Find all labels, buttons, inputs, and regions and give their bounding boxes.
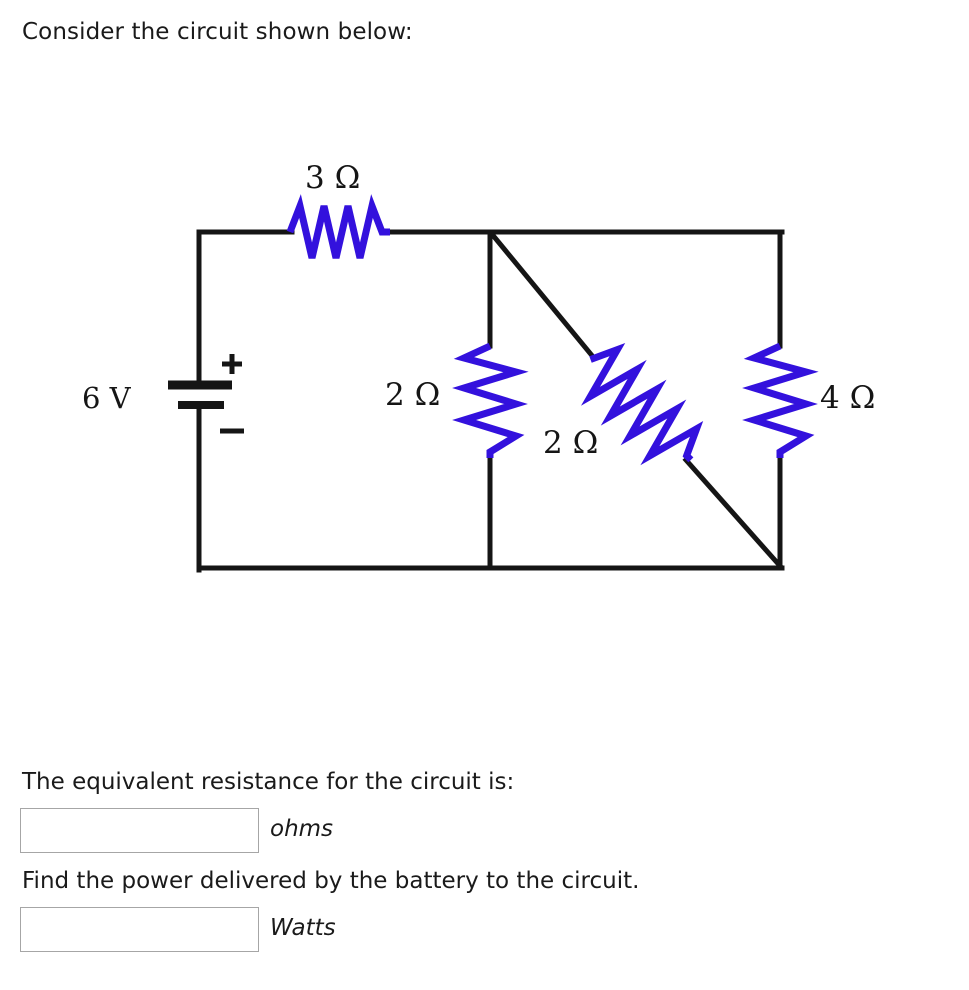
resistor-4-ohm-label: 4 Ω [820,380,875,416]
resistor-3-ohm-symbol [286,194,390,259]
resistor-2-ohm-middle-symbol [452,342,529,458]
wire-diagonal-upper [487,229,598,362]
circuit-wires [196,229,785,573]
resistor-2-ohm-middle-label: 2 Ω [385,377,440,413]
resistor-4-ohm-symbol [742,342,819,458]
battery-symbol [168,380,232,409]
page-intro-text: Consider the circuit shown below: [22,19,413,45]
question-2-unit-label: Watts [270,915,336,941]
resistor-2-ohm-diagonal-label: 2 Ω [543,425,598,461]
question-1-unit-label: ohms [270,816,334,842]
question-2-text: Find the power delivered by the battery … [22,868,640,894]
resistor-3-ohm-label: 3 Ω [305,160,360,196]
battery-plus-icon [222,354,242,374]
battery-voltage-label: 6 V [82,381,132,415]
resistor-2-ohm-diagonal-symbol [580,342,704,466]
wire-diagonal-lower [682,456,785,571]
question-1-text: The equivalent resistance for the circui… [22,769,515,795]
equivalent-resistance-input[interactable] [20,808,259,853]
power-delivered-input[interactable] [20,907,259,952]
circuit-diagram: 3 Ω 2 Ω 2 Ω 4 Ω 6 V [82,160,875,573]
